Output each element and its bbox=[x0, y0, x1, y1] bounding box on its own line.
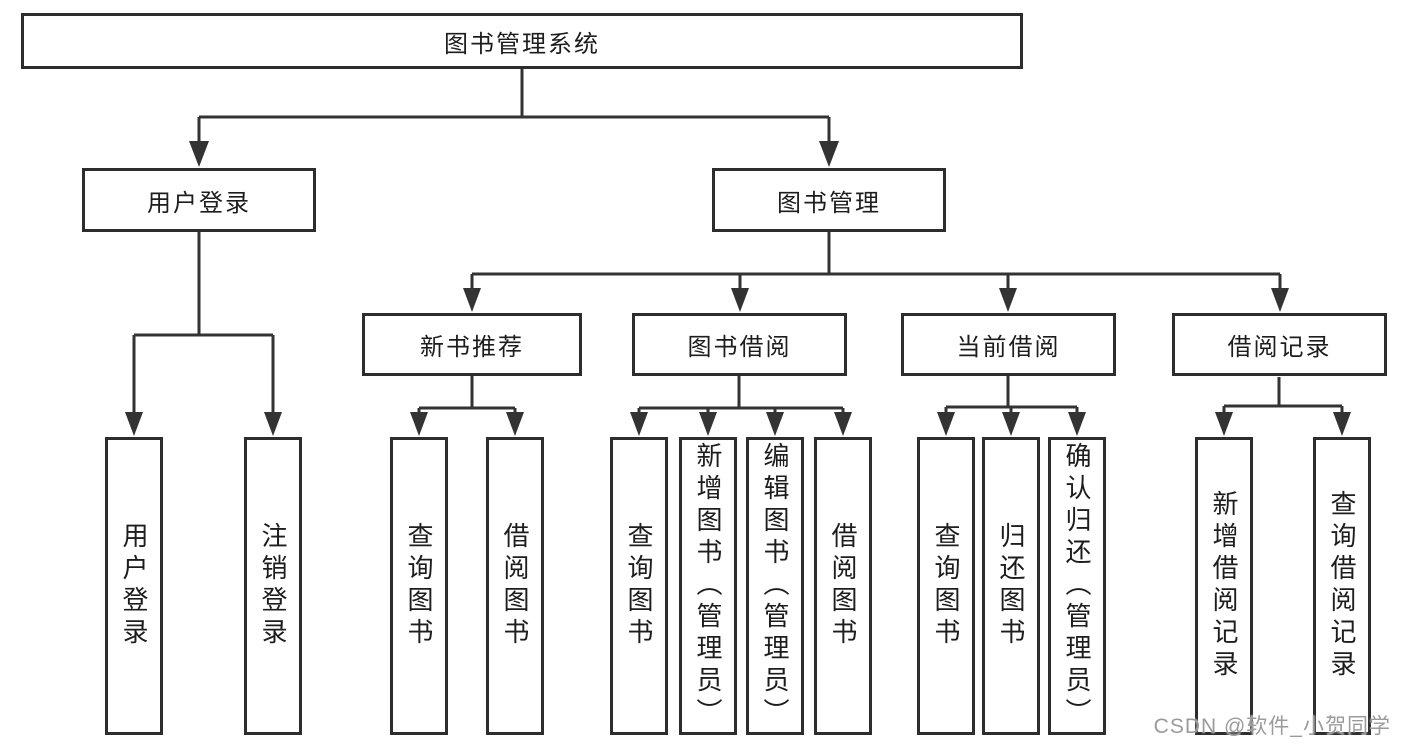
node-user-login-leaf: 用户登录 bbox=[105, 437, 163, 735]
node-records-query-record-label: 查询借阅记录 bbox=[1327, 490, 1357, 682]
node-current-return-books-label: 归还图书 bbox=[996, 522, 1026, 650]
node-records-add-record: 新增借阅记录 bbox=[1195, 437, 1253, 735]
node-current-borrow-label: 当前借阅 bbox=[956, 334, 1061, 361]
node-current-return-books: 归还图书 bbox=[982, 437, 1040, 735]
node-user-login-leaf-label: 用户登录 bbox=[119, 522, 149, 650]
node-recommend-borrow-books-label: 借阅图书 bbox=[500, 522, 530, 650]
node-book-borrow-label: 图书借阅 bbox=[687, 334, 792, 361]
node-root: 图书管理系统 bbox=[21, 13, 1023, 69]
node-borrow-add-books-admin-label: 新增图书（管理员） bbox=[693, 442, 723, 730]
node-current-query-books: 查询图书 bbox=[917, 437, 975, 735]
node-borrow-edit-books-admin: 编辑图书（管理员） bbox=[746, 437, 804, 735]
node-book-management-label: 图书管理 bbox=[777, 189, 881, 217]
node-new-book-recommend-label: 新书推荐 bbox=[420, 334, 524, 361]
node-new-book-recommend: 新书推荐 bbox=[362, 313, 582, 376]
node-borrow-add-books-admin: 新增图书（管理员） bbox=[679, 437, 737, 735]
node-borrow-query-books: 查询图书 bbox=[610, 437, 668, 735]
node-borrow-records: 借阅记录 bbox=[1172, 313, 1387, 376]
node-root-label: 图书管理系统 bbox=[444, 30, 600, 58]
node-borrow-edit-books-admin-label: 编辑图书（管理员） bbox=[760, 442, 790, 730]
node-recommend-query-books: 查询图书 bbox=[390, 437, 448, 735]
node-recommend-borrow-books: 借阅图书 bbox=[486, 437, 544, 735]
csdn-watermark: CSDN @软件_小贺同学 bbox=[1153, 715, 1391, 738]
node-book-borrow: 图书借阅 bbox=[632, 313, 847, 376]
node-borrow-borrow-books: 借阅图书 bbox=[814, 437, 872, 735]
node-book-management: 图书管理 bbox=[712, 168, 946, 232]
node-logout-leaf: 注销登录 bbox=[244, 437, 302, 735]
node-current-confirm-return-admin-label: 确认归还（管理员） bbox=[1062, 442, 1092, 730]
node-borrow-records-label: 借阅记录 bbox=[1227, 334, 1332, 361]
node-records-query-record: 查询借阅记录 bbox=[1313, 437, 1371, 735]
node-borrow-borrow-books-label: 借阅图书 bbox=[828, 522, 858, 650]
node-recommend-query-books-label: 查询图书 bbox=[404, 522, 434, 650]
node-current-confirm-return-admin: 确认归还（管理员） bbox=[1048, 437, 1106, 735]
node-records-add-record-label: 新增借阅记录 bbox=[1209, 490, 1239, 682]
node-borrow-query-books-label: 查询图书 bbox=[624, 522, 654, 650]
node-user-login: 用户登录 bbox=[82, 168, 316, 232]
node-current-borrow: 当前借阅 bbox=[901, 313, 1116, 376]
node-current-query-books-label: 查询图书 bbox=[931, 522, 961, 650]
node-logout-leaf-label: 注销登录 bbox=[258, 522, 288, 650]
node-user-login-label: 用户登录 bbox=[147, 189, 251, 217]
